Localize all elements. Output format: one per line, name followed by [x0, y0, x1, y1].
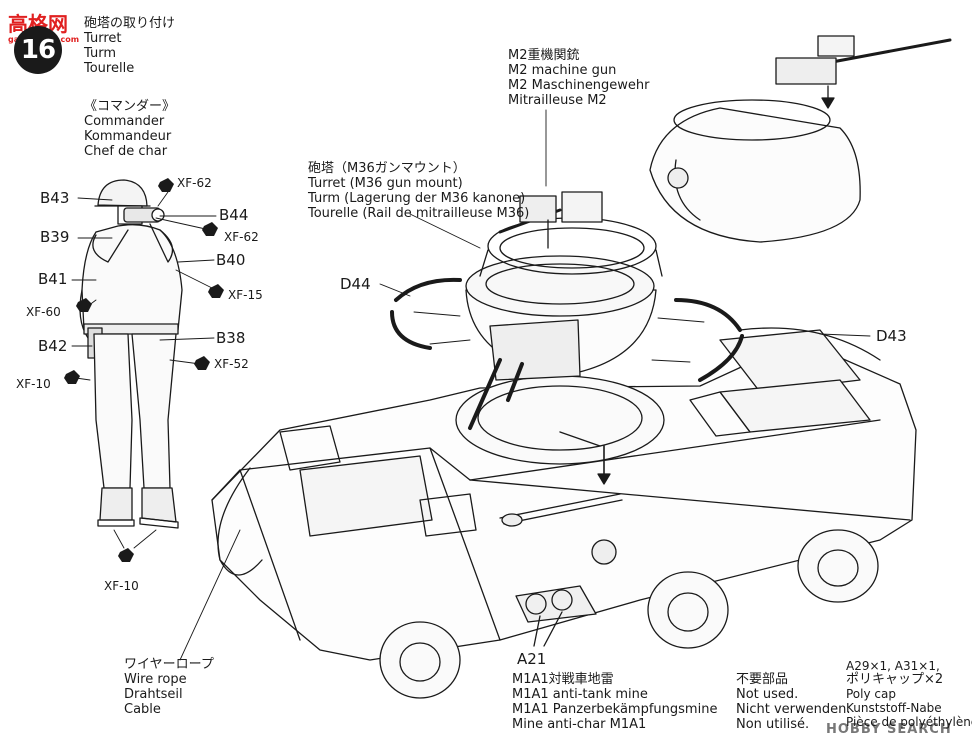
commander-label-jp: 《コマンダー》	[84, 99, 176, 114]
wire-rope-label-en: Wire rope	[124, 672, 187, 687]
paint-code-xf10-b: XF-10	[104, 579, 139, 593]
watermark-hobby-search: HOBBY SEARCH	[826, 722, 952, 737]
step-title-de: Turm	[84, 46, 116, 61]
commander-label: 《コマンダー》 Commander Kommandeur Chef de cha…	[84, 99, 175, 159]
wire-rope-label-jp: ワイヤーロープ	[124, 657, 214, 672]
paint-code-xf60: XF-60	[26, 305, 61, 319]
m36-turret-label-jp: 砲塔（M36ガンマウント）	[308, 161, 466, 176]
commander-figure	[79, 179, 183, 529]
commander-label-en: Commander	[84, 114, 165, 129]
part-d44: D44	[340, 275, 371, 293]
m36-turret-label-de: Turm (Lagerung der M36 kanone)	[308, 191, 526, 206]
wire-rope-label-fr: Cable	[124, 702, 161, 717]
step-number-badge: 16	[14, 26, 62, 74]
paint-markers	[64, 178, 224, 562]
poly-cap-label-en: Poly cap	[846, 687, 896, 701]
step-title-jp: 砲塔の取り付け	[84, 16, 176, 31]
not-used-label-en: Not used.	[736, 687, 799, 702]
poly-cap-label-fr: Pièce de polyéthylène	[846, 715, 972, 729]
mine-label-jp: M1A1対戦車地雷	[512, 672, 614, 687]
paint-code-xf15: XF-15	[228, 288, 263, 302]
part-b38: B38	[216, 329, 246, 347]
commander-label-fr: Chef de char	[84, 144, 168, 159]
poly-cap-label-jp: ポリキャップ×2	[846, 672, 944, 687]
armored-car-hull	[211, 327, 917, 699]
m2-gun-label: M2重機関銃 M2 machine gun M2 Maschinengewehr…	[508, 48, 650, 108]
step-title-fr: Tourelle	[84, 61, 135, 76]
mine-label: M1A1対戦車地雷 M1A1 anti-tank mine M1A1 Panze…	[512, 672, 717, 732]
part-d43: D43	[876, 327, 907, 345]
part-b40: B40	[216, 251, 246, 269]
m36-turret-label-fr: Tourelle (Rail de mitrailleuse M36)	[308, 206, 530, 221]
label-leaders	[179, 109, 871, 661]
mine-label-de: M1A1 Panzerbekämpfungsmine	[512, 702, 718, 717]
part-b44: B44	[219, 206, 249, 224]
m2-gun-label-fr: Mitrailleuse M2	[508, 93, 607, 108]
poly-cap-codes: A29×1, A31×1,	[846, 659, 940, 673]
paint-code-xf10-a: XF-10	[16, 377, 51, 391]
wire-rope-label: ワイヤーロープ Wire rope Drahtseil Cable	[124, 657, 214, 717]
commander-label-de: Kommandeur	[84, 129, 172, 144]
part-b42: B42	[38, 337, 68, 355]
paint-code-xf52: XF-52	[214, 357, 249, 371]
not-used-label-de: Nicht verwenden.	[736, 702, 851, 717]
m2-gun-label-jp: M2重機関銃	[508, 48, 580, 63]
part-a21: A21	[517, 650, 547, 668]
m36-turret-label: 砲塔（M36ガンマウント） Turret (M36 gun mount) Tur…	[308, 161, 529, 221]
not-used-label: 不要部品 Not used. Nicht verwenden. Non util…	[736, 672, 850, 732]
part-b39: B39	[40, 228, 70, 246]
not-used-label-jp: 不要部品	[736, 672, 789, 687]
mine-label-en: M1A1 anti-tank mine	[512, 687, 648, 702]
paint-code-xf62-b: XF-62	[224, 230, 259, 244]
m2-gun-label-de: M2 Maschinengewehr	[508, 78, 650, 93]
step-title: 砲塔の取り付け Turret Turm Tourelle	[84, 16, 175, 76]
part-b41: B41	[38, 270, 68, 288]
m36-turret-label-en: Turret (M36 gun mount)	[308, 176, 463, 191]
soldier-leaders	[71, 191, 217, 549]
part-b43: B43	[40, 189, 70, 207]
poly-cap-label-de: Kunststoff-Nabe	[846, 701, 942, 715]
poly-cap-label: A29×1, A31×1, ポリキャップ×2 Poly cap Kunststo…	[846, 659, 972, 729]
wire-rope-label-de: Drahtseil	[124, 687, 183, 702]
mine-label-fr: Mine anti-char M1A1	[512, 717, 647, 732]
not-used-label-fr: Non utilisé.	[736, 717, 810, 732]
turret-detail-inset	[649, 35, 952, 243]
paint-code-xf62-a: XF-62	[177, 176, 212, 190]
step-title-en: Turret	[84, 31, 122, 46]
m2-gun-label-en: M2 machine gun	[508, 63, 617, 78]
turret-assembly	[390, 191, 744, 485]
